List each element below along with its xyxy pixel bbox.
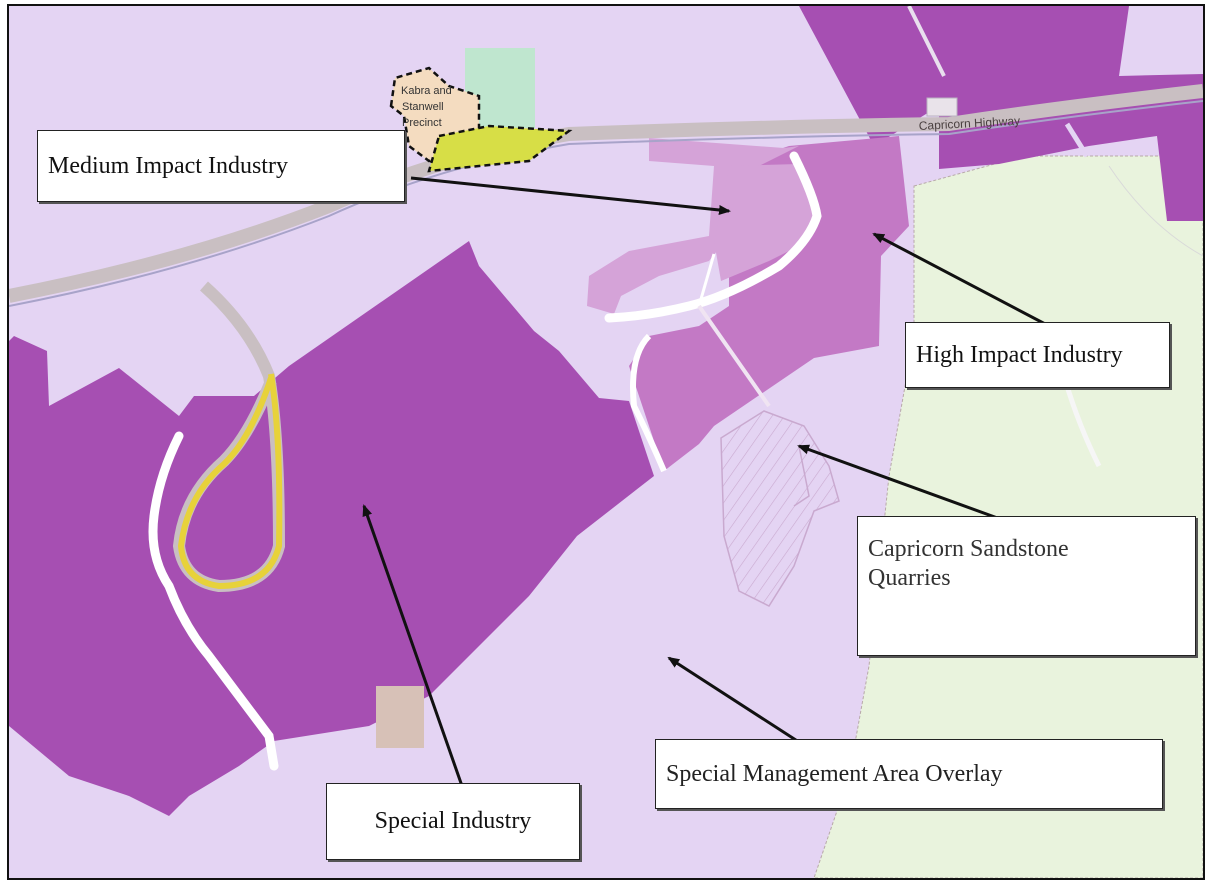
label-special-management-area-overlay: Special Management Area Overlay <box>655 739 1163 809</box>
precinct-label-line2: Stanwell <box>402 101 444 113</box>
label-special-industry: Special Industry <box>326 783 580 860</box>
track <box>907 6 946 77</box>
precinct-label-line3: Precinct <box>402 117 442 129</box>
arrow-high-impact <box>872 232 1050 328</box>
creek <box>630 333 667 473</box>
creek <box>604 151 822 323</box>
label-medium-impact-industry: Medium Impact Industry <box>37 130 405 202</box>
label-capricorn-sandstone-quarries: Capricorn Sandstone Quarries <box>857 516 1196 656</box>
capricorn-highway <box>9 84 1203 303</box>
track <box>697 253 716 307</box>
track <box>1108 165 1203 257</box>
yellow-precinct-strip <box>427 124 573 173</box>
quarry-area <box>720 410 840 607</box>
label-high-impact-text: High Impact Industry <box>916 341 1123 368</box>
high-impact-industry <box>629 136 909 471</box>
label-special-industry-text: Special Industry <box>374 808 532 835</box>
track <box>697 304 771 408</box>
label-quarry-line1: Capricorn Sandstone <box>868 536 1069 562</box>
arrow-medium-impact <box>410 176 731 215</box>
track <box>1064 122 1090 158</box>
special-industry-area <box>9 241 654 816</box>
label-high-impact-industry: High Impact Industry <box>905 322 1170 388</box>
arrow-quarry <box>797 444 1015 526</box>
arrow-special-industry <box>362 504 464 787</box>
arrow-special-management <box>667 656 803 746</box>
overpass <box>926 97 958 117</box>
medium-impact-industry-west <box>587 138 799 314</box>
precinct-label-line1: Kabra and <box>401 85 452 97</box>
label-quarry-line2: Quarries <box>868 564 951 591</box>
creek <box>148 431 279 771</box>
rail-line <box>9 100 1203 307</box>
highway-label: Capricorn Highway <box>918 114 1020 133</box>
quarry-boundary <box>793 445 810 507</box>
beige-plot <box>376 686 424 748</box>
medium-impact-industry <box>714 164 819 281</box>
yellow-access-loop <box>177 373 283 590</box>
label-special-management-text: Special Management Area Overlay <box>666 760 1003 787</box>
label-medium-impact-text: Medium Impact Industry <box>48 152 288 179</box>
